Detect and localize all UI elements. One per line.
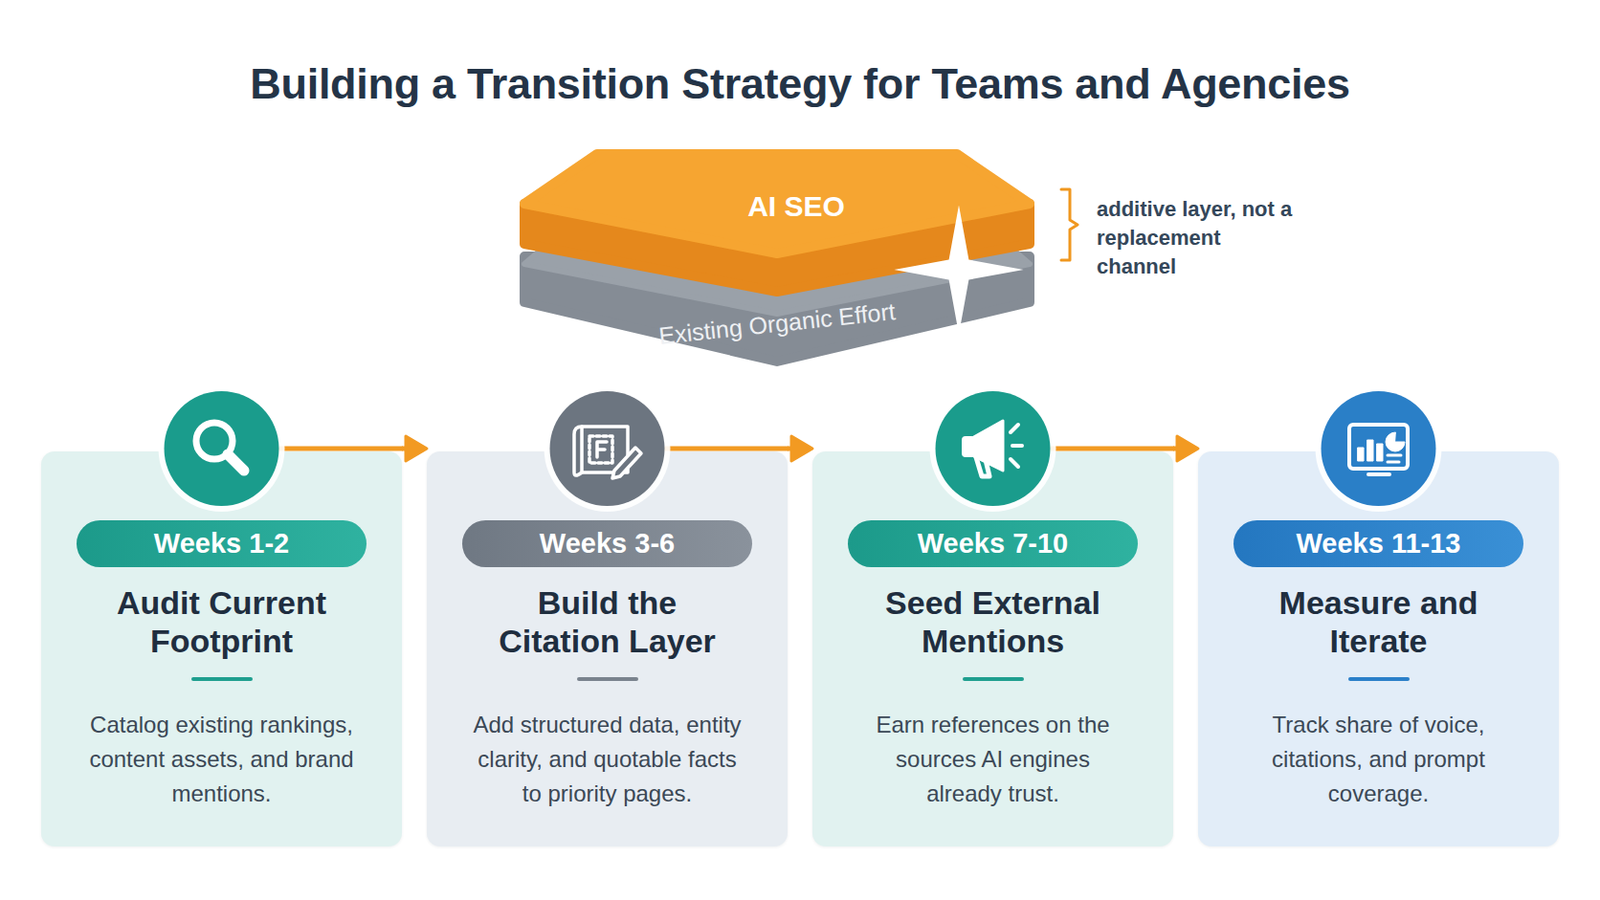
- step-icon-circle: [158, 385, 286, 512]
- week-range: Weeks 3-6: [539, 528, 675, 560]
- chart-screen-icon: [1357, 447, 1364, 462]
- arrow-head: [791, 436, 813, 462]
- step-icon-circle: [544, 385, 671, 512]
- body-area: Earn references on the sources AI engine…: [812, 690, 1174, 829]
- week-pill: Weeks 11-13: [1233, 520, 1524, 568]
- chart-screen-icon: [1349, 424, 1408, 475]
- step-icon-circle: [930, 385, 1057, 512]
- flow-arrow: [1173, 436, 1199, 462]
- blueprint-icon: [574, 426, 582, 476]
- step-description: Track share of voice, citations, and pro…: [1244, 708, 1514, 812]
- blueprint-icon: [574, 426, 642, 479]
- week-range: Weeks 1-2: [154, 528, 289, 560]
- week-range: Weeks 7-10: [917, 528, 1068, 560]
- flow-arrow: [787, 436, 813, 462]
- step-description: Earn references on the sources AI engine…: [858, 708, 1129, 812]
- chart-screen-icon: [1368, 472, 1390, 477]
- chart-screen-icon: [1387, 454, 1401, 458]
- week-range: Weeks 11-13: [1296, 528, 1462, 560]
- slab-top-face: [524, 252, 1030, 314]
- flow-arrow: [401, 436, 427, 462]
- sparkle-icon: [700, 195, 1218, 345]
- step-heading: Seed External Mentions: [859, 583, 1128, 661]
- layer-slab: AI SEO: [518, 148, 1036, 298]
- step-description: Catalog existing rankings, content asset…: [87, 708, 357, 812]
- step-icon-circle: [1321, 391, 1437, 507]
- week-pill: Weeks 3-6: [462, 520, 753, 568]
- magnifier-icon: [227, 454, 245, 471]
- step-icon-circle: [1315, 385, 1443, 512]
- week-pill: Weeks 1-2: [76, 520, 367, 568]
- chart-screen-icon: [1349, 424, 1408, 469]
- step-heading: Audit Current Footprint: [88, 583, 356, 661]
- arrow-tail-line: [663, 446, 789, 452]
- arrow-tail-line: [1048, 446, 1175, 452]
- arrow-tail-line: [277, 446, 403, 452]
- heading-divider: [577, 677, 639, 682]
- bracket: [1061, 189, 1078, 261]
- megaphone-icon: [962, 437, 975, 457]
- heading-divider: [1348, 677, 1410, 682]
- arrow-head: [1177, 436, 1199, 462]
- heading-divider: [191, 677, 253, 682]
- body-area: Add structured data, entity clarity, and…: [426, 690, 788, 829]
- heading-divider: [962, 677, 1024, 682]
- chart-screen-icon: [1377, 444, 1383, 462]
- megaphone-icon: [962, 421, 1023, 477]
- step-icon-circle: [550, 391, 666, 507]
- step-heading: Measure and Iterate: [1244, 583, 1513, 661]
- step-description: Add structured data, entity clarity, and…: [472, 708, 743, 812]
- step-icon-circle: [935, 391, 1051, 507]
- blueprint-icon: [612, 447, 642, 479]
- chart-screen-icon: [1367, 440, 1374, 462]
- body-area: Catalog existing rankings, content asset…: [41, 690, 402, 829]
- annotation-label: additive layer, not a replacement channe…: [1096, 195, 1303, 282]
- step-heading: Build the Citation Layer: [473, 583, 742, 661]
- week-pill: Weeks 7-10: [847, 520, 1138, 568]
- chart-screen-icon: [1387, 461, 1400, 465]
- body-area: Track share of voice, citations, and pro…: [1198, 690, 1559, 829]
- blueprint-icon: [589, 436, 613, 464]
- diagram-title: Building a Transition Strategy for Teams…: [0, 59, 1600, 110]
- megaphone-icon: [976, 457, 990, 477]
- step-icon-circle: [158, 385, 1443, 512]
- step-icon-circle: [164, 391, 280, 507]
- chart-screen-icon: [1385, 432, 1405, 452]
- arrow-head: [405, 436, 427, 462]
- bracket: [1061, 189, 1078, 261]
- megaphone-icon: [1010, 424, 1023, 467]
- magnifier-icon: [196, 422, 245, 471]
- blueprint-icon: [597, 442, 607, 458]
